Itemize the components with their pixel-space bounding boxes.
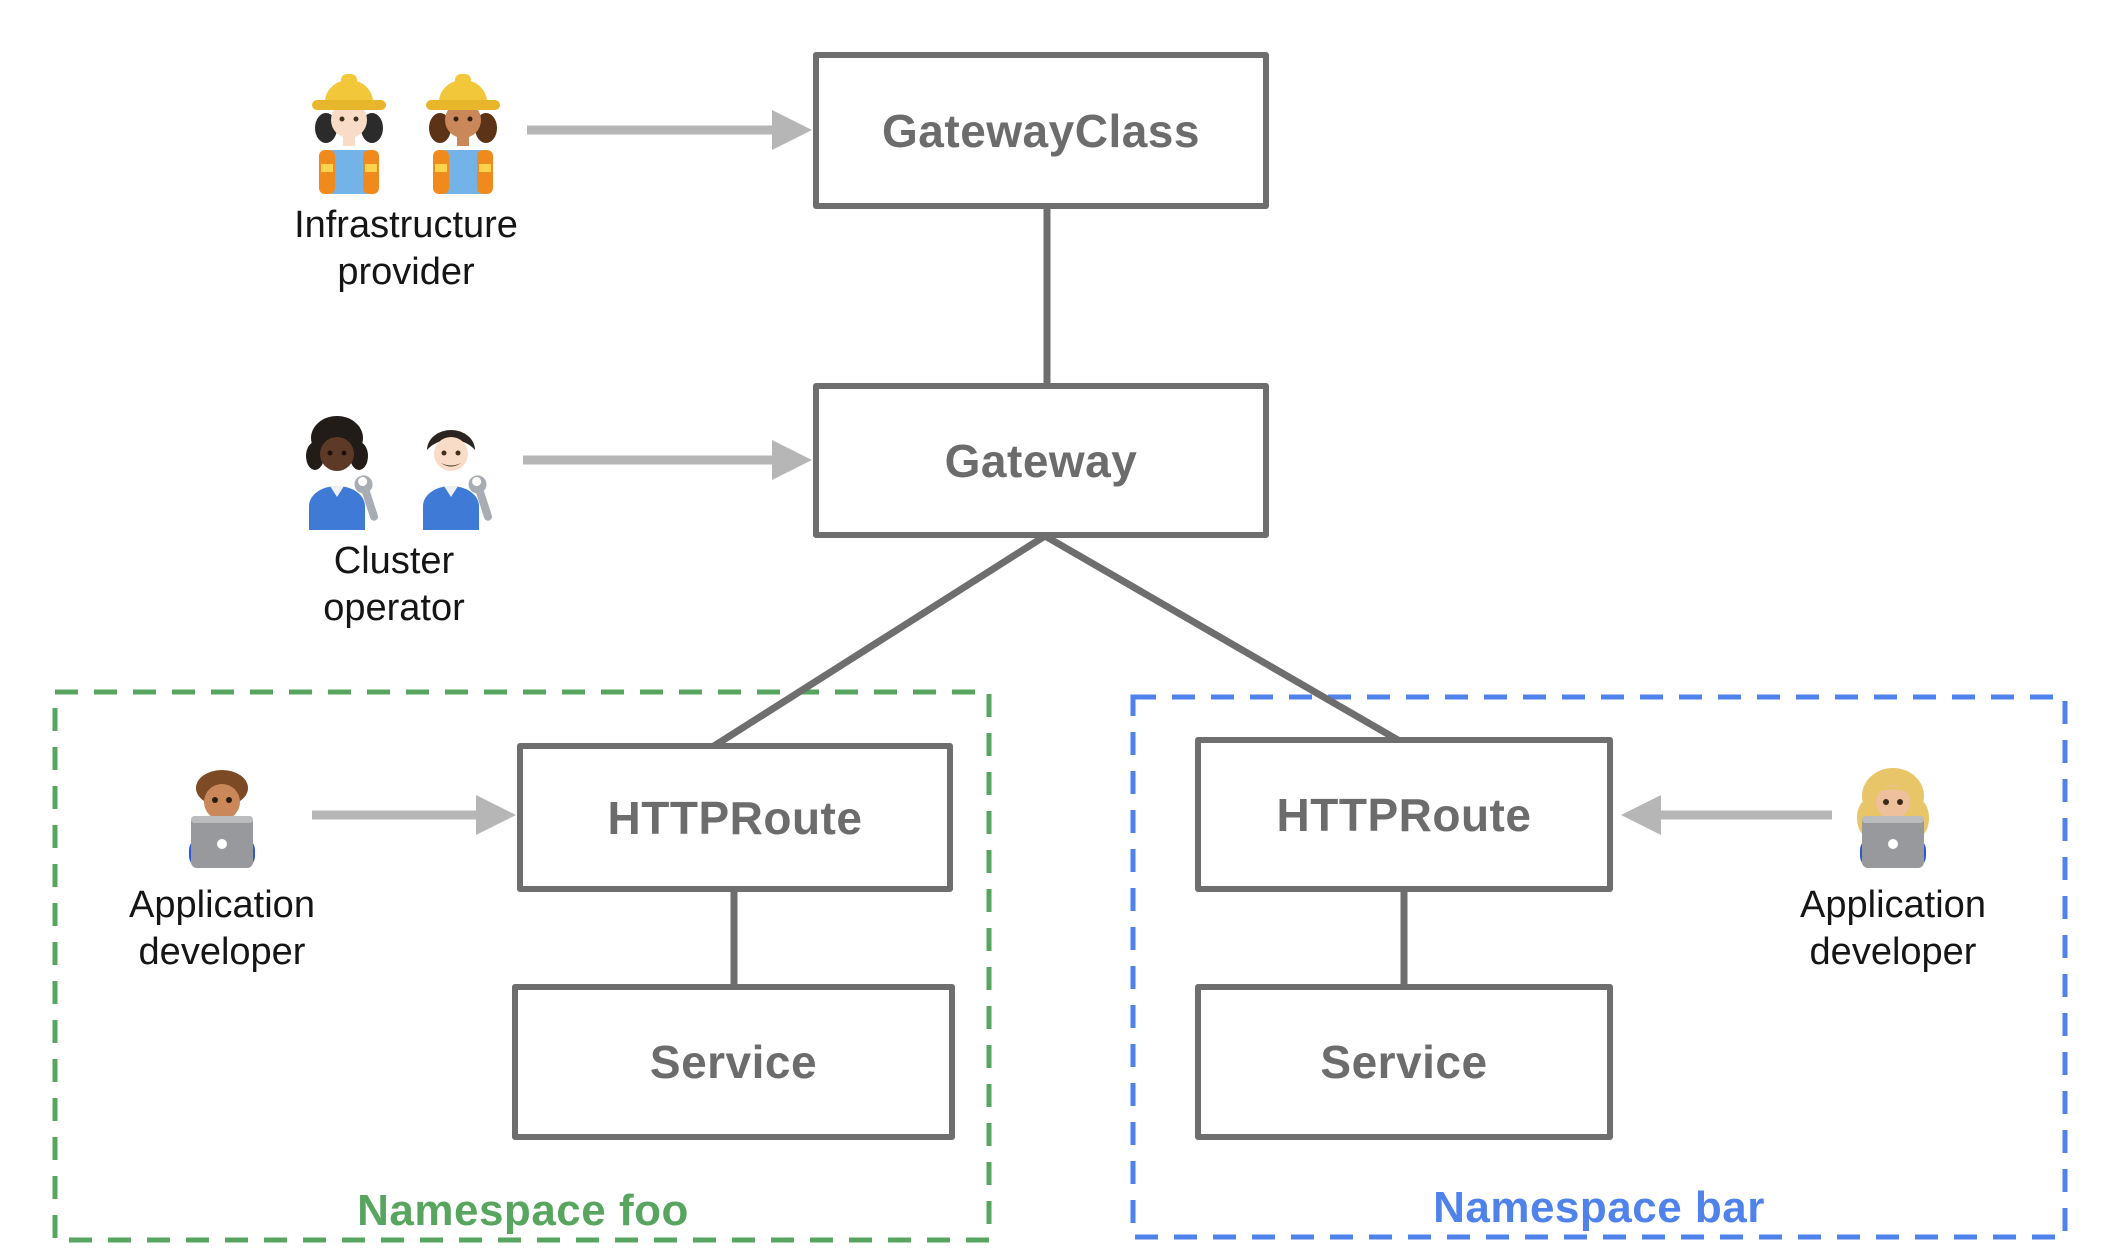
persona-cluster-operator-icons	[287, 398, 501, 530]
persona-application-developer-foo-icons	[167, 752, 277, 874]
woman-construction-worker-medium-skin-icon	[426, 74, 500, 194]
namespace-bar-boundary	[1130, 694, 2068, 1240]
namespace-bar-label: Namespace bar	[1433, 1183, 1765, 1232]
persona-application-developer-bar: Application developer	[1743, 752, 2043, 976]
node-httproute-bar-label: HTTPRoute	[1276, 788, 1532, 841]
persona-label-line1: Application	[129, 884, 315, 926]
node-service-foo-label: Service	[649, 1036, 818, 1088]
persona-application-developer-bar-icons	[1838, 752, 1948, 874]
persona-label-line2: operator	[323, 587, 465, 629]
arrow-head	[1621, 795, 1661, 835]
persona-label-line2: developer	[138, 931, 306, 973]
node-service-bar-label: Service	[1320, 1036, 1488, 1088]
node-httproute-bar: HTTPRoute	[1195, 737, 1613, 892]
node-gateway-label: Gateway	[944, 434, 1138, 487]
persona-label-line2: provider	[337, 251, 475, 293]
node-httproute-foo: HTTPRoute	[517, 743, 953, 892]
persona-label-line1: Infrastructure	[294, 204, 518, 246]
arrow-infrastructure-provider-to-gatewayclass	[527, 110, 812, 150]
node-service-bar: Service	[1195, 984, 1613, 1140]
arrow-app-developer-to-httproute-bar	[1621, 795, 1832, 835]
persona-application-developer-foo-label: Application developer	[129, 882, 315, 976]
persona-infrastructure-provider: Infrastructure provider	[256, 62, 556, 296]
node-gatewayclass: GatewayClass	[813, 52, 1269, 209]
persona-label-line1: Application	[1800, 884, 1986, 926]
persona-infrastructure-provider-icons	[299, 62, 513, 194]
man-technologist-medium-skin-icon	[189, 770, 255, 868]
node-gatewayclass-label: GatewayClass	[882, 104, 1200, 157]
persona-cluster-operator: Cluster operator	[244, 398, 544, 632]
arrow-cluster-operator-to-gateway	[523, 440, 812, 480]
woman-technologist-light-skin-icon	[1857, 768, 1929, 868]
node-service-foo: Service	[512, 984, 955, 1140]
connector-gateway-httproute-bar	[1043, 532, 1400, 744]
persona-cluster-operator-label: Cluster operator	[323, 538, 465, 632]
persona-application-developer-foo: Application developer	[72, 752, 372, 976]
persona-label-line1: Cluster	[333, 540, 455, 582]
arrow-head	[476, 795, 516, 835]
node-httproute-foo-label: HTTPRoute	[607, 791, 863, 844]
persona-application-developer-bar-label: Application developer	[1800, 882, 1986, 976]
connector-gateway-httproute-foo	[712, 533, 1047, 749]
node-gateway: Gateway	[813, 383, 1269, 538]
arrow-app-developer-to-httproute-foo	[312, 795, 516, 835]
woman-construction-worker-light-skin-icon	[312, 74, 386, 194]
namespace-foo-label: Namespace foo	[357, 1186, 689, 1235]
arrow-head	[772, 440, 812, 480]
persona-label-line2: developer	[1809, 931, 1977, 973]
arrow-head	[772, 110, 812, 150]
persona-infrastructure-provider-label: Infrastructure provider	[294, 202, 518, 296]
person-mechanic-dark-skin-icon	[306, 416, 379, 530]
man-mechanic-light-skin-icon	[423, 430, 493, 530]
